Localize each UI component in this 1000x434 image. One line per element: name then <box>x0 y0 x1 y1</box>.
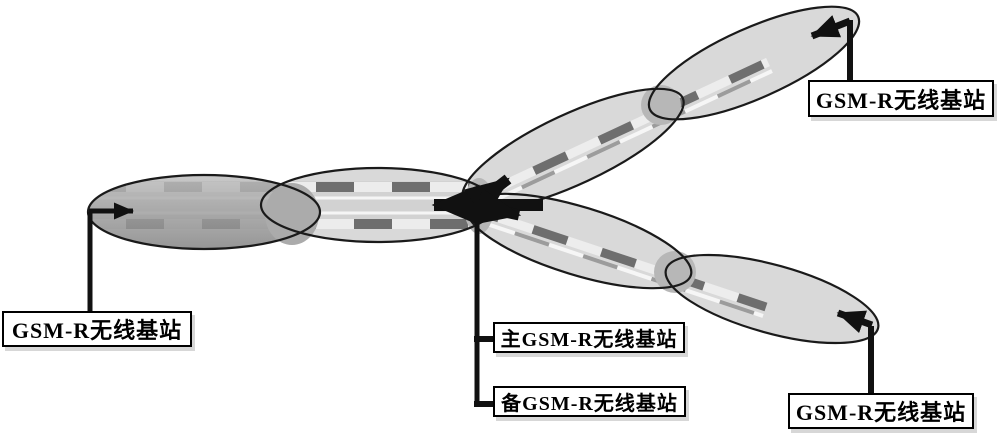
antenna-arrows <box>89 15 874 334</box>
arrow-top-right-station <box>810 15 852 40</box>
label-backup-station: 备GSM-R无线基站 <box>493 386 686 417</box>
label-top-right-station: GSM-R无线基站 <box>808 80 994 117</box>
railway-track-lower-branch <box>474 206 768 318</box>
label-left-station: GSM-R无线基站 <box>2 311 192 347</box>
label-main-station: 主GSM-R无线基站 <box>493 322 685 353</box>
arrow-bottom-right-station <box>836 309 874 334</box>
coverage-cell-lower-2 <box>665 254 879 344</box>
arrow-junction-east <box>474 187 522 225</box>
label-connectors <box>87 20 874 407</box>
label-bottom-right-station: GSM-R无线基站 <box>788 393 974 429</box>
railway-track-upper-branch <box>476 57 773 208</box>
coverage-cells <box>261 6 879 344</box>
coverage-cell-left-dark <box>88 175 320 249</box>
